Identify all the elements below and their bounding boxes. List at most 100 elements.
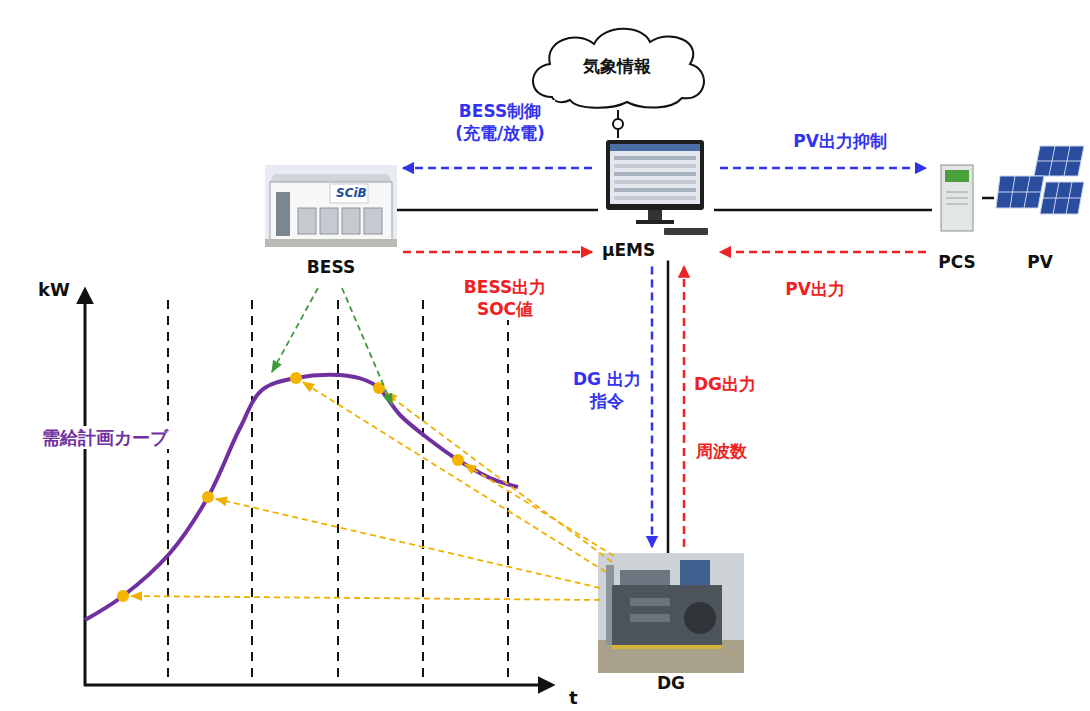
node-label: PCS xyxy=(932,252,982,272)
bess-adjust-arrow xyxy=(272,288,318,372)
feedback-arrow xyxy=(403,251,592,254)
curve-label: 需給計画カーブ xyxy=(40,426,170,449)
system-line xyxy=(667,260,670,553)
axis-label: kW xyxy=(36,278,72,301)
bess-photo xyxy=(270,174,392,182)
pcs-cabinet xyxy=(941,165,973,231)
chart-axis xyxy=(84,290,552,686)
feedback-arrow xyxy=(684,266,685,547)
dispatch-point xyxy=(290,372,302,384)
dg-photo xyxy=(612,585,722,645)
edge-label: BESS制御 (充電/放電) xyxy=(445,100,555,144)
pcs-cabinet xyxy=(941,165,973,231)
pv-array: PV xyxy=(994,140,1086,272)
system-line xyxy=(668,260,669,553)
dg-photo xyxy=(684,602,716,634)
pv-panel xyxy=(996,146,1084,214)
pcs-cabinet xyxy=(946,204,968,205)
bess-adjust-arrow xyxy=(342,288,392,405)
signal-label: 周波数 xyxy=(694,440,749,462)
pcs-cabinet xyxy=(945,170,969,182)
pcs-unit: PCS xyxy=(932,160,982,272)
dg-photo xyxy=(630,614,670,622)
chart-axis xyxy=(84,684,552,687)
logo-text: SCiB xyxy=(334,186,369,202)
diesel-generator: DG xyxy=(598,553,744,693)
pv-panel xyxy=(998,192,1041,193)
bess-photo xyxy=(265,165,397,247)
bess-photo xyxy=(276,192,290,236)
grid-line xyxy=(507,300,509,678)
grid-line xyxy=(337,300,339,678)
ems-computer xyxy=(614,164,696,168)
cloud-outline xyxy=(522,22,712,110)
plan-curve xyxy=(85,375,518,620)
ems-computer xyxy=(636,220,674,224)
ems-computer xyxy=(614,180,696,184)
dg-photo xyxy=(630,598,670,606)
feedback-arrow xyxy=(720,251,926,254)
ems-computer xyxy=(648,210,662,220)
system-line xyxy=(714,210,932,211)
node-label: DG xyxy=(598,673,744,693)
dispatch-arrow xyxy=(385,393,612,562)
ems-computer xyxy=(606,140,708,235)
feedback-arrow xyxy=(403,252,592,253)
pv-panel xyxy=(1037,161,1081,162)
dispatch-point xyxy=(202,491,214,503)
bess-photo xyxy=(265,165,397,247)
bess-photo xyxy=(270,182,392,240)
node-label: PV xyxy=(994,252,1086,272)
ems-terminal: μEMS xyxy=(598,138,714,260)
dispatch-arrow xyxy=(131,596,600,600)
ems-computer xyxy=(610,144,700,151)
grid-line xyxy=(168,300,508,678)
bess-unit: BESS xyxy=(265,165,397,277)
bess-photo xyxy=(364,208,382,234)
control-arrow xyxy=(720,168,926,169)
node-label: 気象情報 xyxy=(583,56,651,76)
ems-computer xyxy=(606,140,704,210)
system-line xyxy=(397,209,598,212)
edge-label: DG出力 xyxy=(694,373,784,395)
edge-label: PV出力抑制 xyxy=(770,130,910,152)
weather-cloud: 気象情報 xyxy=(522,22,712,110)
pv-panel xyxy=(1043,198,1081,199)
dg-photo xyxy=(612,645,722,649)
edge-label: PV出力 xyxy=(760,278,870,300)
system-line xyxy=(397,210,598,211)
ems-computer xyxy=(614,196,696,200)
dg-photo xyxy=(598,553,744,673)
control-arrow xyxy=(403,168,592,169)
control-arrow xyxy=(651,266,654,547)
dispatch-point xyxy=(452,454,464,466)
pcs-cabinet xyxy=(946,198,968,199)
chart-axis xyxy=(84,290,87,686)
pv-panel xyxy=(1040,182,1084,214)
node-label: BESS xyxy=(265,257,397,277)
bess-photo xyxy=(330,184,368,203)
dispatch-arrow xyxy=(131,288,614,600)
control-arrow xyxy=(652,266,653,547)
pv-panel xyxy=(1034,146,1084,176)
feedback-arrow xyxy=(683,266,686,547)
system-line xyxy=(714,209,932,212)
feedback-arrow xyxy=(720,252,926,253)
dispatch-point xyxy=(117,590,129,602)
edge-label: DG 出力指令 xyxy=(568,368,646,412)
dispatch-arrow xyxy=(303,382,606,572)
system-line xyxy=(982,198,994,199)
grid-line xyxy=(251,300,253,678)
plan-curve xyxy=(85,372,518,620)
pcs-cabinet xyxy=(946,192,968,193)
grid-line xyxy=(167,300,169,678)
dg-photo xyxy=(598,553,744,673)
grid-line xyxy=(422,300,424,678)
ems-computer xyxy=(614,188,696,192)
edge-label: BESS出力 SOC値 xyxy=(455,276,555,320)
bess-photo xyxy=(298,208,316,234)
link-joint xyxy=(613,119,623,129)
